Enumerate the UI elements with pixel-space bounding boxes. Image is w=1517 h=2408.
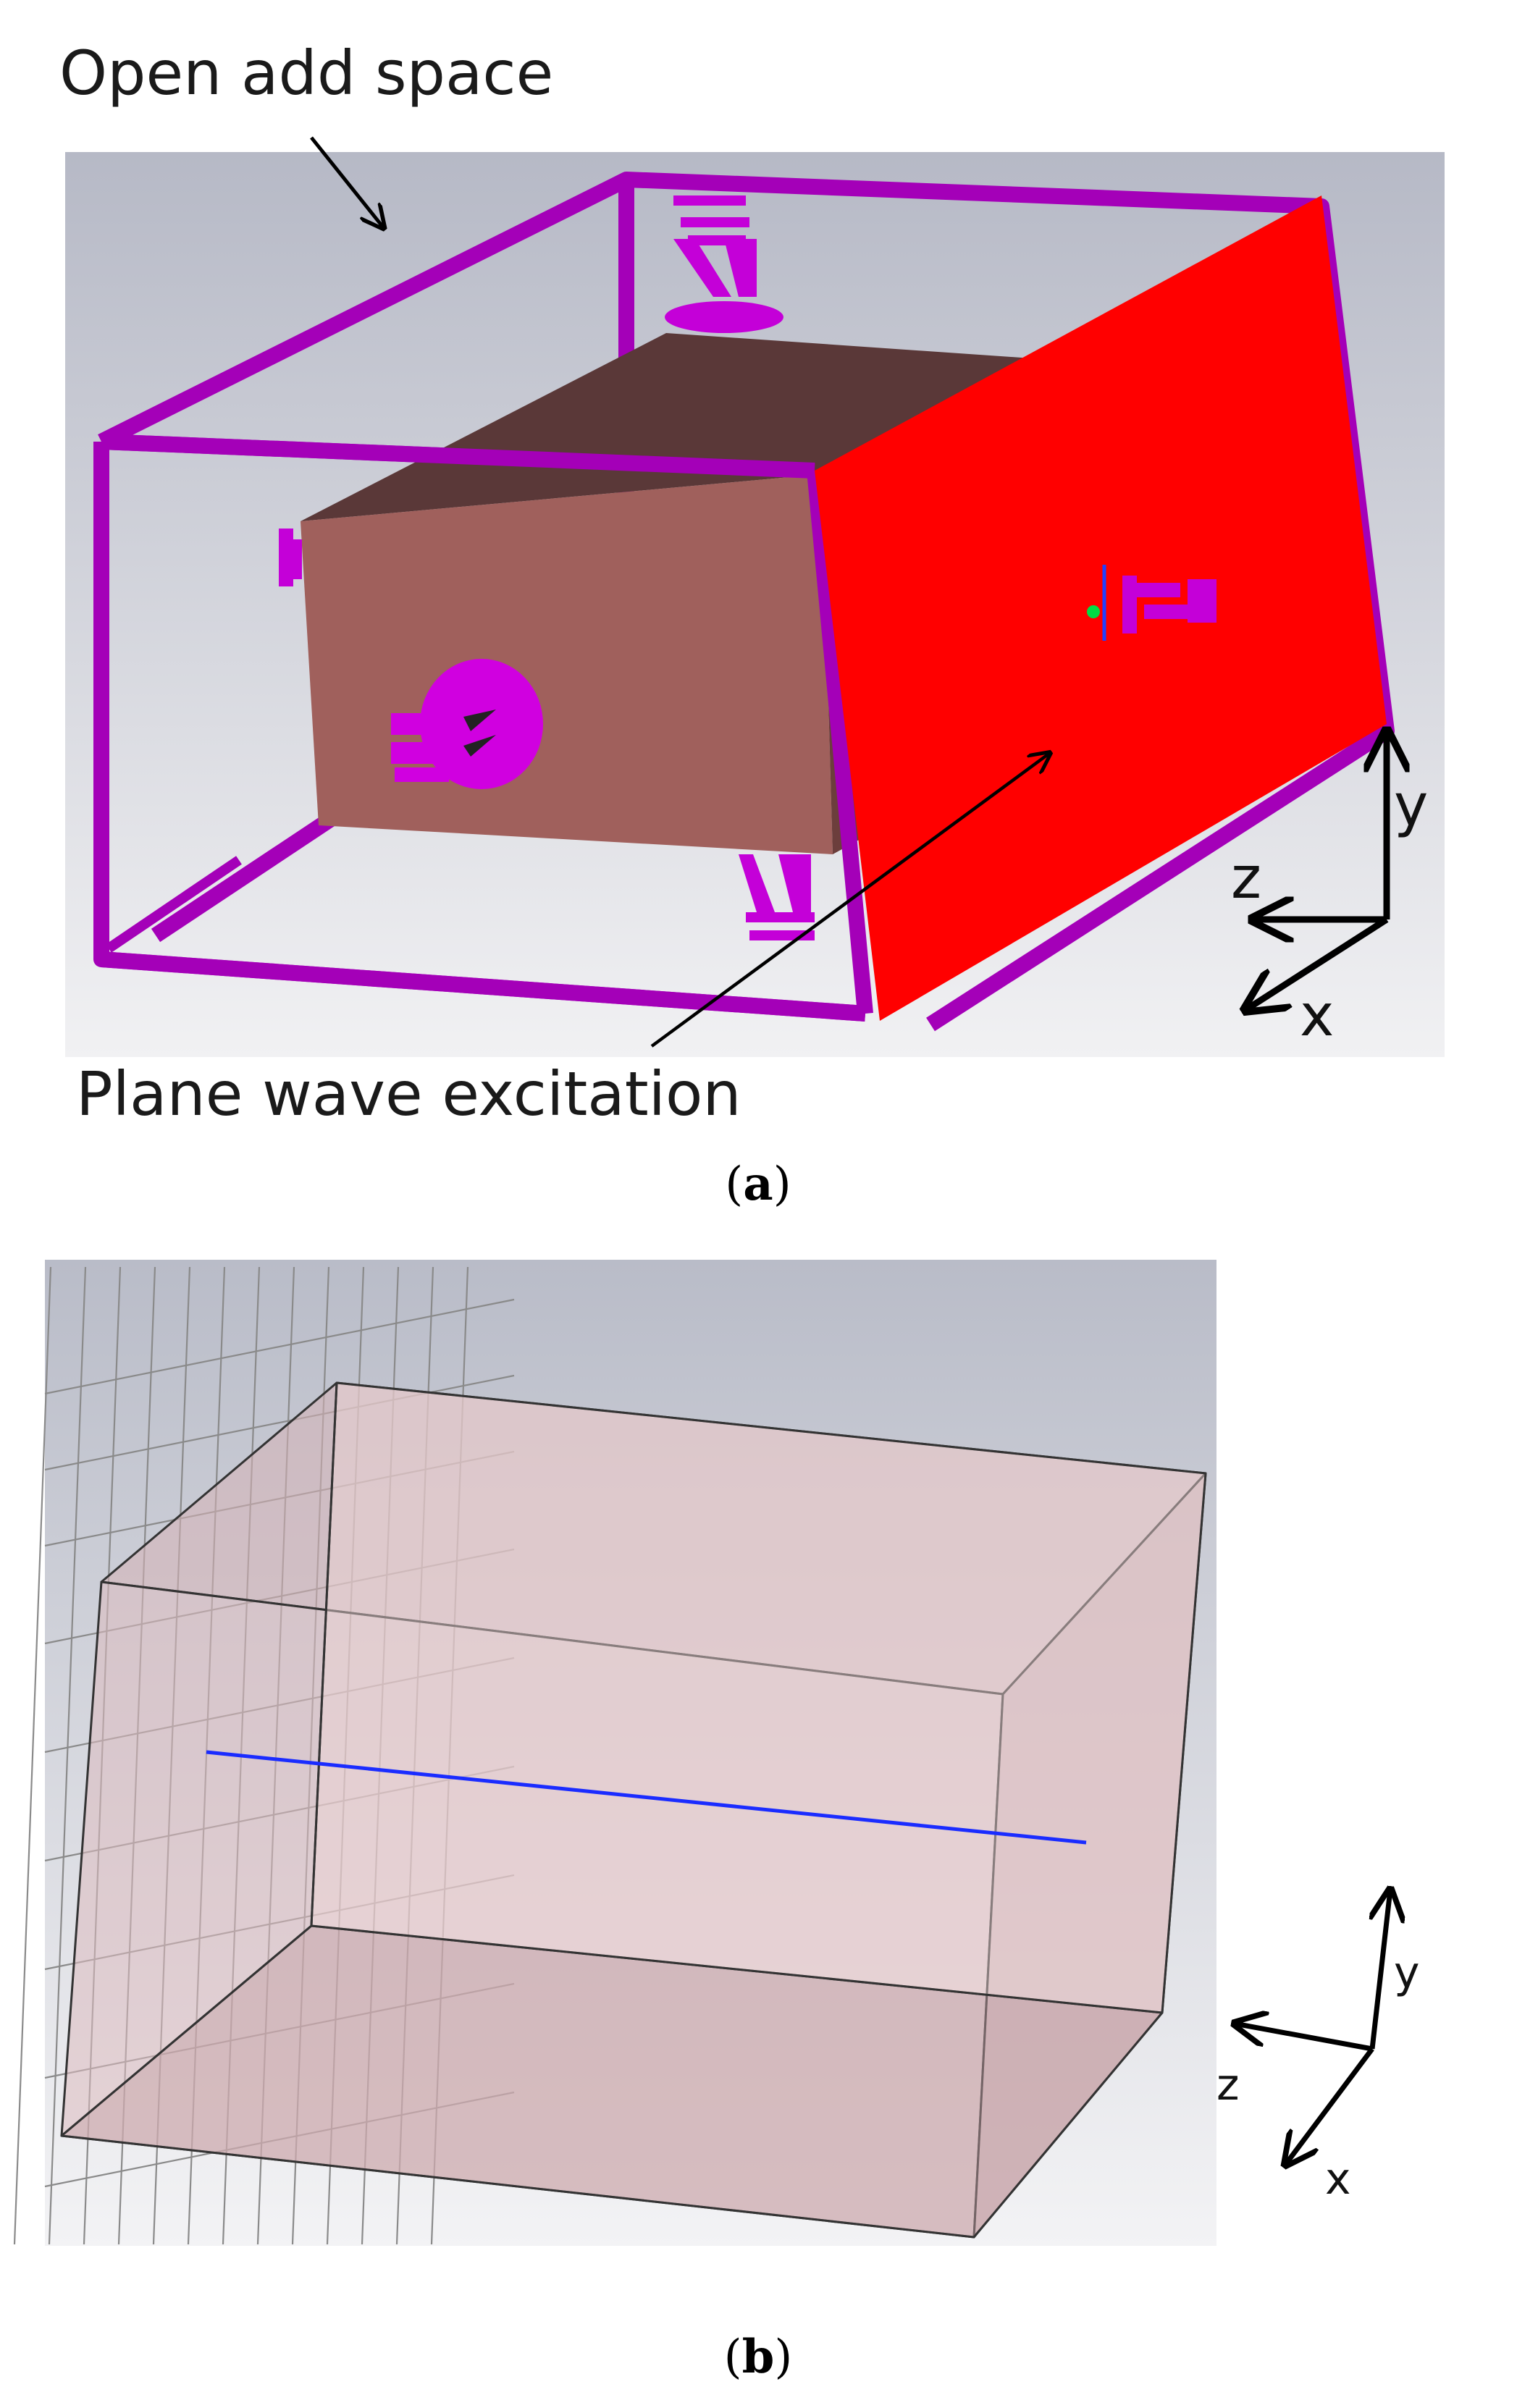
caption-a-close: ) xyxy=(773,1158,791,1211)
caption-a-open: ( xyxy=(725,1158,744,1211)
axis-a-z-label: z xyxy=(1231,844,1261,912)
mesh-line xyxy=(44,1298,515,1395)
box-front-face xyxy=(301,474,833,854)
panel-b: y z x xyxy=(13,1260,1420,2246)
plane-wave-arrow xyxy=(650,753,1050,1048)
caption-a-letter: a xyxy=(743,1157,773,1211)
axis-triad-a xyxy=(1245,731,1387,1010)
plane-wave-label: Plane wave excitation xyxy=(76,1058,741,1129)
axis-b-y-label: y xyxy=(1394,1948,1420,1998)
antenna-left xyxy=(279,529,302,586)
caption-a: (a) xyxy=(613,1157,903,1211)
plane-wave-plane xyxy=(815,195,1387,1021)
axis-a-x-label: x xyxy=(1300,982,1334,1049)
antenna-right xyxy=(1087,565,1216,641)
mesh-line xyxy=(48,1266,87,2245)
open-space-frame-front xyxy=(101,434,873,1022)
antenna-bottom xyxy=(739,854,815,940)
caption-b: (b) xyxy=(613,2330,903,2384)
caption-b-letter: b xyxy=(741,2330,775,2384)
panel-a: y z x xyxy=(65,136,1445,1057)
box-top-face xyxy=(301,333,1032,521)
caption-b-close: ) xyxy=(774,2331,793,2384)
open-space-label: Open add space xyxy=(59,38,554,109)
caption-b-open: ( xyxy=(723,2331,742,2384)
transparent-box xyxy=(60,1381,1207,2239)
wire xyxy=(206,1750,1087,1845)
axis-a-y-label: y xyxy=(1394,772,1428,839)
axis-triad-b xyxy=(1235,1890,1390,2165)
antenna-top xyxy=(665,195,783,333)
axis-b-x-label: x xyxy=(1325,2154,1351,2205)
axis-b-z-label: z xyxy=(1216,2060,1240,2110)
antenna-front xyxy=(391,659,543,789)
open-space-arrow xyxy=(310,136,384,228)
mesh-line xyxy=(44,1374,515,1471)
mesh-line xyxy=(13,1266,52,2245)
